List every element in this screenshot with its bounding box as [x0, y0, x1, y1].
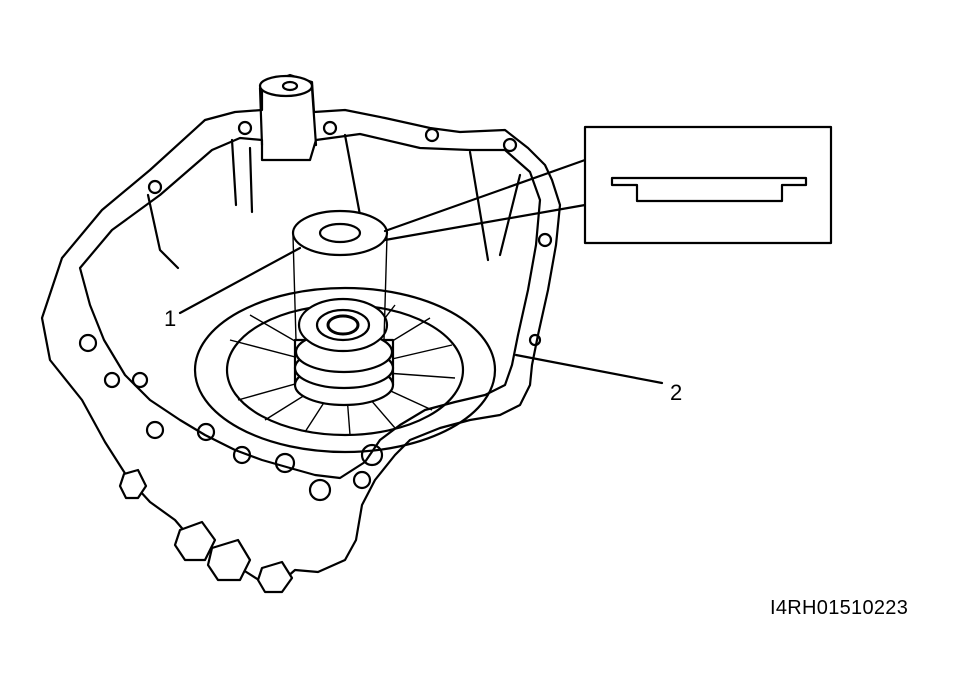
bearing-retainer	[293, 297, 395, 407]
housing-rib-right	[343, 133, 522, 262]
drain-bolts	[118, 468, 294, 594]
seal-guide-lines	[292, 235, 388, 341]
inset-pointer	[383, 158, 587, 242]
leader-line-1	[178, 246, 302, 315]
callout-1: 1	[164, 306, 176, 331]
clutch-recess-outer	[193, 286, 497, 454]
seal-outer-face	[291, 209, 389, 257]
top-boss	[258, 74, 314, 98]
transmission-housing	[40, 73, 562, 594]
top-boss-hole	[281, 80, 299, 92]
leader-line-2	[514, 353, 664, 385]
rim-bolt-holes	[78, 120, 553, 502]
drawing-code: I4RH01510223	[770, 597, 909, 619]
seal-inner-bore	[318, 222, 362, 244]
housing-rib-left	[146, 138, 254, 270]
seal-cross-section	[610, 176, 808, 203]
seal-section-inset	[383, 125, 833, 245]
oil-seal	[291, 209, 389, 341]
top-boss-body	[258, 86, 318, 147]
callout-2: 2	[670, 380, 682, 405]
housing-inner-flange	[78, 132, 542, 480]
